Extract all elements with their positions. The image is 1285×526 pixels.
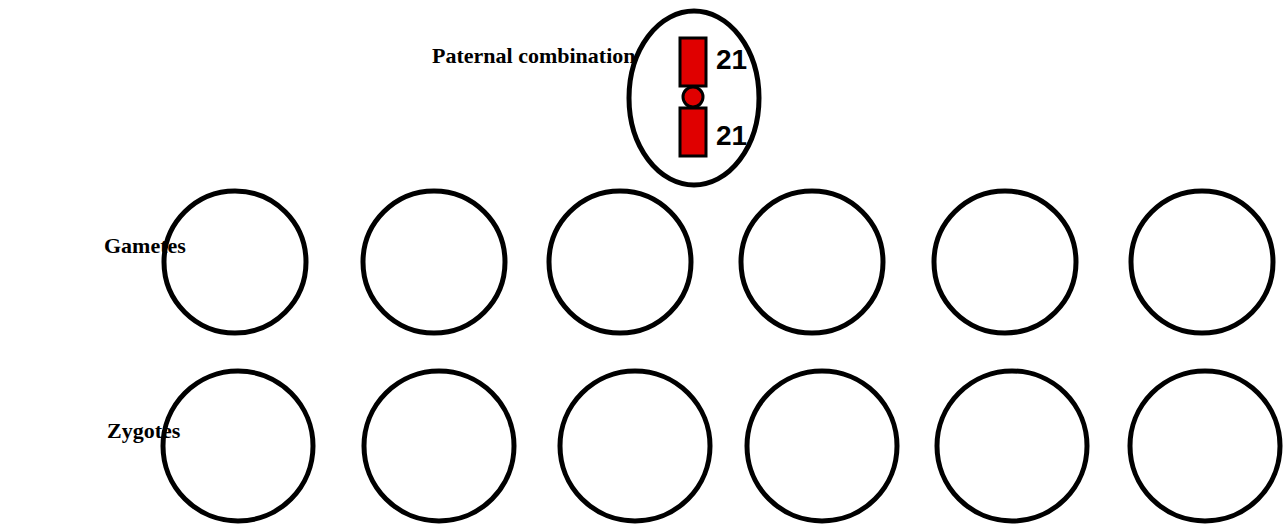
gamete-circle <box>934 191 1076 333</box>
chromosome-symbol <box>680 38 706 156</box>
chromosome-number: 21 <box>716 122 747 150</box>
centromere <box>683 87 703 107</box>
circle-outline <box>629 11 759 185</box>
zygote-circle <box>364 371 514 521</box>
zygote-circle <box>1130 371 1280 521</box>
circle-outline <box>626 8 762 188</box>
row-label: Zygotes <box>107 419 180 443</box>
chromosome-arm <box>680 108 706 156</box>
gamete-circle <box>363 191 505 333</box>
zygote-circle <box>163 371 313 521</box>
gamete-circle <box>164 191 306 333</box>
gamete-circles <box>164 191 1273 333</box>
combination-label: Paternal combination <box>432 44 636 68</box>
chromosome-circle: 21 21 <box>626 8 762 188</box>
gamete-circle <box>741 191 883 333</box>
gamete-circle <box>549 191 691 333</box>
zygote-circle <box>937 371 1087 521</box>
chromosome-arm <box>680 38 706 86</box>
gamete-circle <box>1131 191 1273 333</box>
zygote-circle <box>560 371 710 521</box>
row-label: Gametes <box>104 234 186 258</box>
zygote-circle <box>747 371 897 521</box>
zygote-circles <box>163 371 1280 521</box>
chromosome-number: 21 <box>716 46 747 74</box>
